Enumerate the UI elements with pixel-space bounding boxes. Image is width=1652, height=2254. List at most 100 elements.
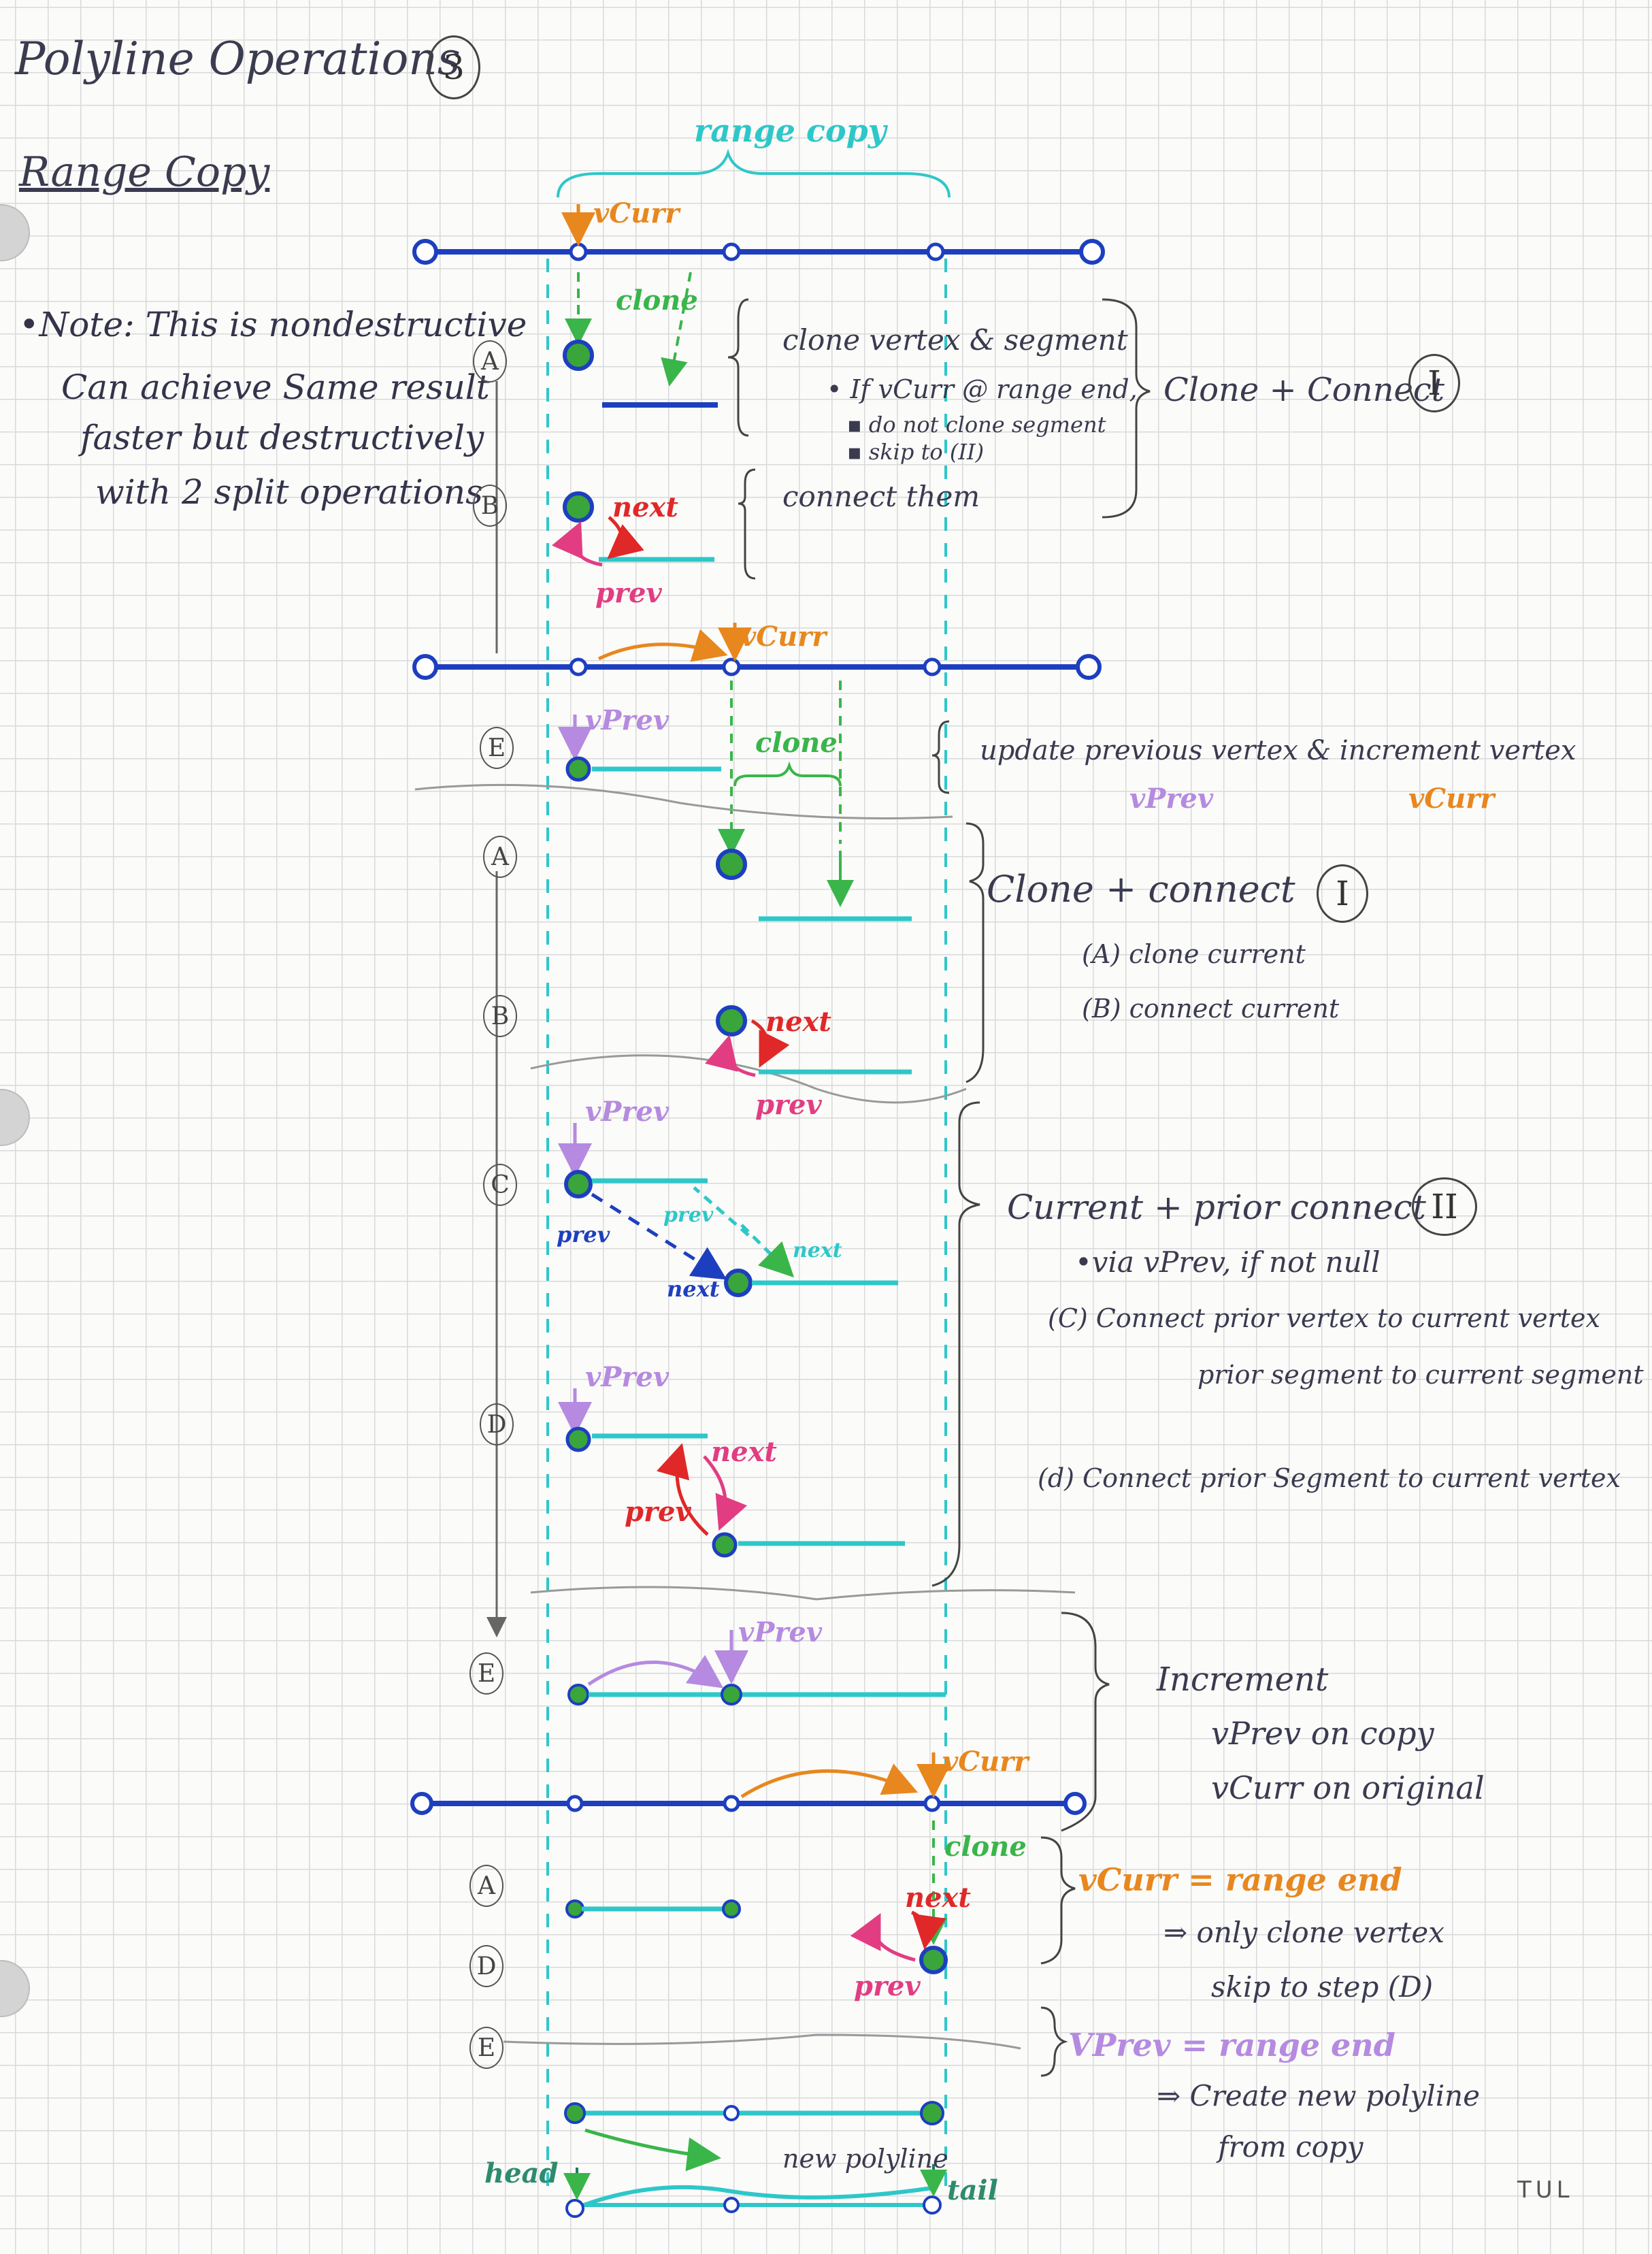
next-label-2: next — [765, 1006, 831, 1038]
annot-connect-current: (B) connect current — [1082, 994, 1340, 1024]
stage-2A — [716, 823, 912, 921]
note-line-1: •Note: This is nondestructive — [19, 305, 527, 344]
prev-label-5: prev — [625, 1496, 691, 1528]
original-polyline-2 — [412, 623, 1102, 680]
clone-label-2: clone — [755, 727, 838, 759]
annot-vcurr-range-end: vCurr = range end — [1078, 1861, 1402, 1898]
annot-via-vprev: •via vPrev, if not null — [1075, 1245, 1381, 1279]
vprev-label-3: vPrev — [585, 1361, 670, 1393]
vcurr-label-2: vCurr — [740, 621, 827, 653]
prev-label-3: prev — [557, 1222, 610, 1247]
roman-I-2: I — [1317, 864, 1368, 923]
brace-1e — [931, 720, 950, 794]
annot-connect-them: connect them — [782, 480, 980, 513]
clone-label-1: clone — [616, 284, 698, 316]
annot-skip-to: ▪ skip to (II) — [847, 439, 985, 465]
new-polyline-label: new polyline — [782, 2144, 948, 2174]
stage-2D — [558, 1388, 905, 1558]
title-number: 3 — [427, 35, 480, 99]
step-3D: D — [469, 1945, 503, 1987]
prev-label-4: prev — [663, 1203, 714, 1227]
separator-1 — [414, 783, 953, 819]
vprev-label-2: vPrev — [585, 1096, 670, 1128]
step-2E: E — [469, 1652, 503, 1695]
stage-2E — [567, 1630, 946, 1705]
next-label-3: next — [667, 1276, 720, 1302]
vcurr-label-1: vCurr — [593, 197, 680, 229]
separator-3 — [530, 1586, 1076, 1601]
annot-update-vprev: vPrev — [1129, 783, 1214, 815]
annot-no-clone-segment: ▪ do not clone segment — [847, 412, 1106, 438]
annot-if-range-end: • If vCurr @ range end, — [827, 374, 1138, 404]
stage-2B — [705, 1005, 912, 1077]
annot-current-prior: Current + prior connect — [1007, 1188, 1426, 1227]
annot-clone-connect-2: Clone + connect — [987, 868, 1295, 911]
stage-1B — [551, 491, 714, 567]
step-1A: A — [473, 340, 507, 382]
range-copy-label: range copy — [694, 112, 887, 149]
step-1B: B — [473, 485, 507, 527]
range-brace — [557, 148, 951, 198]
annot-clone-connect-1: Clone + Connect — [1163, 371, 1445, 409]
next-label-5: next — [711, 1436, 777, 1468]
annot-vprev-on-copy: vPrev on copy — [1211, 1715, 1434, 1752]
annot-vcurr-on-original: vCurr on original — [1211, 1769, 1485, 1806]
brace-5 — [1040, 1836, 1076, 1965]
head-label: head — [484, 2157, 559, 2189]
annot-clone-segment: clone vertex & segment — [782, 323, 1128, 357]
annot-clone-current: (A) clone current — [1082, 939, 1306, 969]
step-2A: A — [483, 836, 517, 878]
annot-increment: Increment — [1157, 1661, 1329, 1699]
vprev-label-1: vPrev — [585, 704, 670, 736]
original-polyline-1 — [412, 204, 1105, 265]
stage-1E — [558, 681, 842, 844]
stage-3AD — [565, 1820, 948, 1974]
separator-4 — [503, 2034, 1021, 2050]
brace-1b — [738, 468, 756, 580]
prev-label-1: prev — [595, 577, 662, 609]
step-3E: E — [469, 2027, 503, 2069]
separator-2 — [530, 1054, 967, 1104]
annot-update-vcurr: vCurr — [1408, 783, 1495, 815]
annot-vprev-range-end: VPrev = range end — [1068, 2027, 1395, 2063]
brace-2 — [965, 822, 985, 1083]
step-2C: C — [483, 1164, 517, 1206]
brace-3 — [931, 1101, 980, 1587]
tail-label: tail — [947, 2174, 998, 2206]
annot-from-copy: from copy — [1218, 2130, 1364, 2163]
brace-6 — [1040, 2006, 1068, 2077]
annot-d-line: (d) Connect prior Segment to current ver… — [1038, 1463, 1621, 1493]
section-subtitle: Range Copy — [19, 148, 270, 196]
next-label-4: next — [793, 1239, 842, 1262]
prev-label-2: prev — [755, 1089, 822, 1121]
clone-label-3: clone — [944, 1831, 1027, 1863]
next-label-6: next — [905, 1882, 971, 1914]
roman-I-1: I — [1408, 354, 1460, 412]
new-polyline — [563, 2101, 947, 2218]
brace-1-big — [1102, 298, 1151, 519]
annot-create-new: ⇒ Create new polyline — [1157, 2079, 1481, 2112]
brand-logo: TUL — [1517, 2176, 1574, 2204]
step-1E: E — [480, 727, 514, 769]
stage-1A — [563, 272, 718, 408]
annot-skip-to-step: skip to step (D) — [1211, 1970, 1434, 2004]
page-title: Polyline Operations — [15, 33, 461, 85]
note-line-2: Can achieve Same result — [61, 368, 490, 407]
annot-c-line1: (C) Connect prior vertex to current vert… — [1048, 1303, 1600, 1333]
annot-only-clone-vertex: ⇒ only clone vertex — [1163, 1916, 1444, 1949]
note-line-4: with 2 split operations — [95, 472, 483, 512]
vcurr-label-3: vCurr — [942, 1746, 1029, 1778]
brace-1a — [727, 298, 749, 437]
vprev-label-4: vPrev — [738, 1616, 823, 1648]
original-polyline-3 — [410, 1752, 1087, 1815]
annot-update-prev: update previous vertex & increment verte… — [980, 735, 1576, 766]
step-2B: B — [483, 995, 517, 1037]
next-label-1: next — [612, 491, 678, 523]
stage-2C — [558, 1123, 898, 1297]
annot-c-line2: prior segment to current segment — [1197, 1360, 1644, 1390]
brace-4 — [1061, 1612, 1110, 1832]
roman-II: II — [1412, 1177, 1477, 1236]
step-2D: D — [480, 1403, 514, 1446]
note-line-3: faster but destructively — [80, 418, 484, 457]
